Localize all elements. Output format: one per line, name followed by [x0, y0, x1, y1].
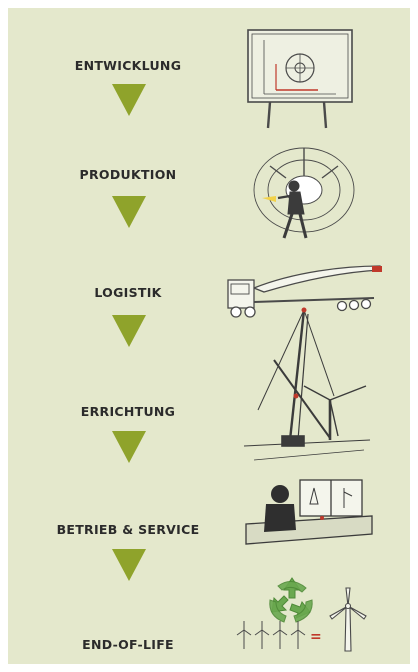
stage-label-logistik: LOGISTIK: [94, 285, 162, 300]
stage-label-produktion: PRODUKTION: [79, 167, 177, 182]
process-panel: ENTWICKLUNG PRODUKTION: [8, 8, 410, 664]
drafting-board-icon: [247, 29, 353, 129]
transport-truck-icon: [227, 265, 382, 318]
down-arrow-1: [112, 84, 146, 116]
wind-turbine-icon: [272, 621, 288, 649]
wind-turbine-icon: [329, 587, 367, 652]
crane-erection-icon: [243, 307, 371, 461]
wind-turbine-icon: [254, 621, 270, 649]
down-arrow-5: [112, 549, 146, 581]
wind-turbine-icon: [236, 621, 252, 649]
production-worker-icon: [253, 147, 355, 239]
wind-turbine-icon: [290, 621, 306, 649]
equals-sign: =: [310, 629, 322, 645]
stage-label-end-of-life: END-OF-LIFE: [82, 637, 174, 652]
stage-label-errichtung: ERRICHTUNG: [80, 404, 176, 419]
down-arrow-3: [112, 315, 146, 347]
down-arrow-4: [112, 431, 146, 463]
stage-label-betrieb-service: BETRIEB & SERVICE: [56, 522, 200, 537]
down-arrow-2: [112, 196, 146, 228]
recycle-icon: [269, 577, 313, 623]
control-room-icon: [245, 479, 373, 545]
stage-label-entwicklung: ENTWICKLUNG: [74, 58, 182, 73]
